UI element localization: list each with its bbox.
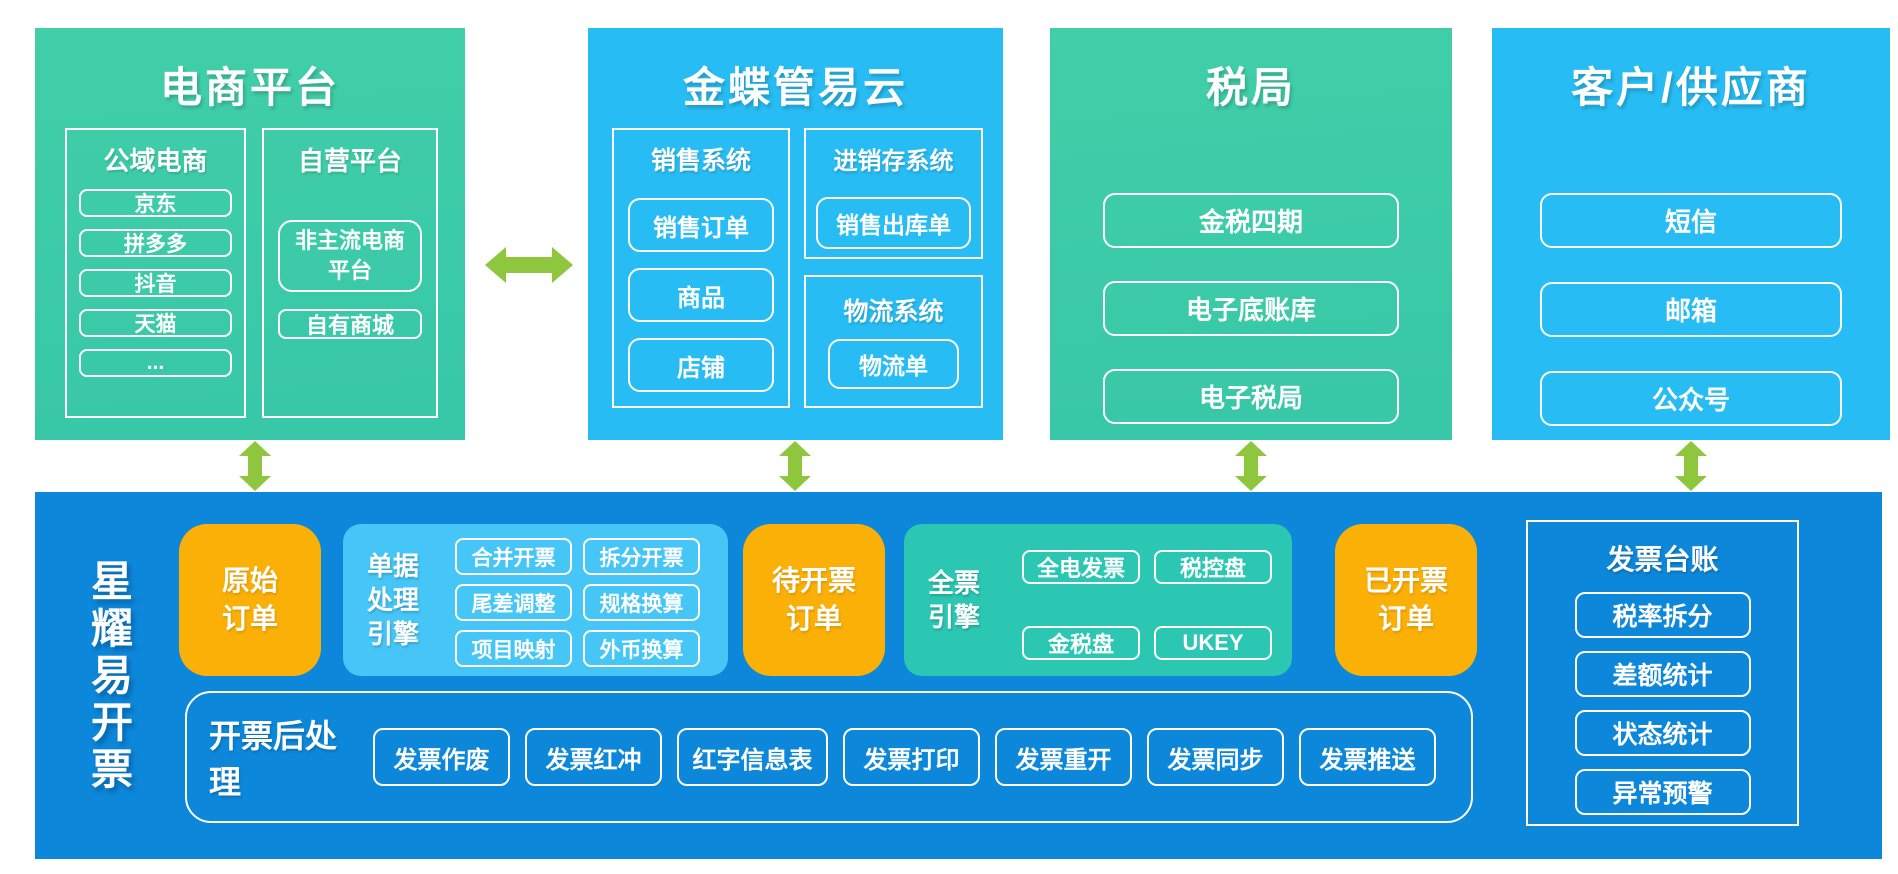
subpanel-self-operated: 自营平台 非主流电商平台 自有商城 [262,128,438,418]
item-pill: 税率拆分 [1574,592,1751,638]
item-pill: 发票打印 [843,728,980,786]
post-processing-label: 开票后处理 [209,718,338,800]
item-pill: 销售订单 [628,198,774,252]
subpanel-inventory-system: 进销存系统 销售出库单 [804,128,983,259]
card-line: 待开票 [771,565,856,596]
item-pill: 公众号 [1540,371,1842,426]
item-pill: 外币换算 [583,630,700,667]
arrow-head-right-icon [552,246,573,283]
item-pill: 抖音 [79,269,232,297]
subpanel-logistics-system: 物流系统 物流单 [804,275,983,408]
item-pill: 红字信息表 [677,728,828,786]
item-pill: 全电发票 [1022,550,1140,584]
subpanel-title: 销售系统 [650,147,751,175]
ticket-engine-label: 全票 引擎 [928,568,981,632]
item-pill: 京东 [79,189,232,217]
double-arrow-tax-bottom [1235,441,1267,491]
item-pill: 异常预警 [1574,769,1751,815]
panel-title: 税局 [1205,64,1296,111]
item-pill: 税控盘 [1154,550,1272,584]
panel-kingdee-guanyiyun: 金蝶管易云 销售系统 销售订单 商品 店铺 进销存系统 销售出库单 物流系统 物… [588,28,1003,440]
ledger-title: 发票台账 [1606,544,1719,575]
item-pill: 规格换算 [583,584,700,621]
double-arrow-ecommerce-kingdee [485,246,573,283]
panel-doc-engine: 单据 处理 引擎 合并开票 拆分开票 尾差调整 规格换算 项目映射 外币换算 [343,524,728,676]
item-pill: 电子税局 [1103,369,1399,424]
panel-xingyao-invoicing: 星耀易开票 原始 订单 单据 处理 引擎 合并开票 拆分开票 尾差调整 规格换算… [35,492,1882,859]
double-arrow-kingdee-bottom [779,441,811,491]
arrow-head-up-icon [1235,441,1267,456]
item-pill: 金税四期 [1103,193,1399,248]
item-pill: 物流单 [828,339,959,389]
item-pill: 电子底账库 [1103,281,1399,336]
item-pill: 拼多多 [79,229,232,257]
item-pill: 拆分开票 [583,538,700,575]
item-pill: 发票同步 [1147,728,1284,786]
subpanel-title: 进销存系统 [833,148,954,175]
item-pill: 自有商城 [278,309,422,339]
panel-tax-bureau: 税局 金税四期 电子底账库 电子税局 [1050,28,1452,440]
arrow-head-down-icon [1235,476,1267,491]
card-line: 订单 [1377,603,1434,634]
panel-ticket-engine: 全票 引擎 全电发票 税控盘 金税盘 UKEY [904,524,1292,676]
card-line: 已开票 [1363,565,1448,596]
item-pill: 天猫 [79,309,232,337]
card-original-order: 原始 订单 [179,524,321,676]
subpanel-public-ecommerce: 公域电商 京东 拼多多 抖音 天猫 ... [65,128,246,418]
product-title: 星耀易开票 [90,558,133,793]
double-arrow-ecommerce-bottom [239,441,271,491]
card-line: 订单 [785,603,842,634]
arrow-head-down-icon [1675,476,1707,491]
item-pill: 尾差调整 [455,584,572,621]
subpanel-title: 物流系统 [843,298,944,326]
card-invoiced-order: 已开票 订单 [1335,524,1477,676]
arrow-head-up-icon [779,441,811,456]
panel-customer-supplier: 客户/供应商 短信 邮箱 公众号 [1492,28,1890,440]
item-pill: 商品 [628,268,774,322]
item-pill: 项目映射 [455,630,572,667]
item-pill: 发票重开 [995,728,1132,786]
card-pending-order: 待开票 订单 [743,524,885,676]
item-pill: ... [79,349,232,377]
item-pill: 差额统计 [1574,651,1751,697]
item-pill: 合并开票 [455,538,572,575]
panel-invoice-ledger: 发票台账 税率拆分 差额统计 状态统计 异常预警 [1526,520,1799,826]
arrow-head-up-icon [239,441,271,456]
item-pill: 发票红冲 [525,728,662,786]
item-pill: 邮箱 [1540,282,1842,337]
vertical-title-wrap: 星耀易开票 [72,492,152,859]
panel-title: 电商平台 [159,64,340,111]
item-pill: 非主流电商平台 [278,220,422,292]
item-pill: 短信 [1540,193,1842,248]
item-pill: 店铺 [628,338,774,392]
card-line: 订单 [221,603,278,634]
subpanel-title: 公域电商 [103,146,208,176]
panel-title: 金蝶管易云 [682,64,908,111]
item-pill: 发票推送 [1299,728,1436,786]
item-pill: 销售出库单 [816,197,971,249]
item-pill: 状态统计 [1574,710,1751,756]
arrow-head-up-icon [1675,441,1707,456]
arrow-head-down-icon [239,476,271,491]
doc-engine-label: 单据 处理 引擎 [367,551,420,649]
panel-title: 客户/供应商 [1571,64,1811,111]
item-pill: 金税盘 [1022,626,1140,660]
item-pill: 发票作废 [373,728,510,786]
panel-post-processing: 开票后处理 发票作废 发票红冲 红字信息表 发票打印 发票重开 发票同步 发票推… [185,691,1473,823]
card-line: 原始 [221,565,278,596]
subpanel-title: 自营平台 [297,146,402,176]
item-pill: UKEY [1154,626,1272,660]
double-arrow-customer-bottom [1675,441,1707,491]
arrow-head-left-icon [485,246,506,283]
panel-ecommerce-platform: 电商平台 公域电商 京东 拼多多 抖音 天猫 ... 自营平台 非主流电商平台 … [35,28,465,440]
subpanel-sales-system: 销售系统 销售订单 商品 店铺 [612,128,790,408]
arrow-head-down-icon [779,476,811,491]
